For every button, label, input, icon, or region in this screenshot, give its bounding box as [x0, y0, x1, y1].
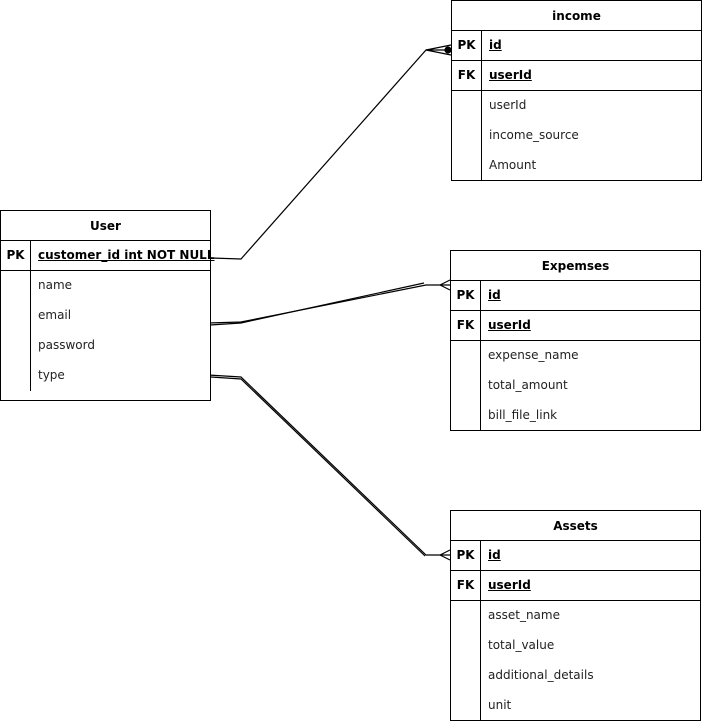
entity-assets-fk-row[interactable]: FK userId — [451, 571, 700, 601]
field-row[interactable]: income_source — [452, 121, 701, 151]
field-name: unit — [488, 698, 512, 712]
fk-field: userId — [488, 578, 531, 592]
field-row[interactable]: type — [1, 361, 210, 391]
entity-user[interactable]: User PK customer_id int NOT NULL name em… — [0, 210, 214, 401]
pk-field: id — [488, 548, 501, 562]
field-name: income_source — [489, 128, 579, 142]
entity-income[interactable]: income PK id FK userId userId income_sou… — [451, 0, 702, 181]
field-name: additional_details — [488, 668, 594, 682]
field-row[interactable]: email — [1, 301, 210, 331]
field-row[interactable]: asset_name — [451, 601, 700, 631]
pk-label: PK — [452, 31, 482, 60]
pk-field: id — [488, 288, 501, 302]
field-row[interactable]: additional_details — [451, 661, 700, 691]
entity-income-fk-row[interactable]: FK userId — [452, 61, 701, 91]
field-name: expense_name — [488, 348, 579, 362]
field-row[interactable]: expense_name — [451, 341, 700, 371]
pk-label: PK — [1, 241, 31, 270]
pk-field: id — [489, 38, 502, 52]
field-name: name — [38, 278, 73, 292]
field-row[interactable]: name — [1, 271, 210, 301]
field-name: userId — [489, 98, 527, 112]
entity-income-title: income — [452, 1, 701, 31]
field-row[interactable]: bill_file_link — [451, 401, 700, 431]
field-name: Amount — [489, 158, 537, 172]
entity-income-attributes: userId income_source Amount — [452, 91, 701, 181]
fk-field: userId — [489, 68, 532, 82]
field-row[interactable]: total_value — [451, 631, 700, 661]
entity-assets[interactable]: Assets PK id FK userId asset_name total_… — [450, 510, 701, 721]
field-name: total_amount — [488, 378, 568, 392]
field-row[interactable]: total_amount — [451, 371, 700, 401]
entity-assets-title: Assets — [451, 511, 700, 541]
pk-label: PK — [451, 281, 481, 310]
pk-field: customer_id int NOT NULL — [38, 248, 215, 262]
relationship-user-income[interactable] — [210, 44, 452, 260]
entity-user-title: User — [1, 211, 210, 241]
field-name: password — [38, 338, 95, 352]
entity-expenses-title: Expemses — [451, 251, 700, 281]
entity-expenses-fk-row[interactable]: FK userId — [451, 311, 700, 341]
pk-label: PK — [451, 541, 481, 570]
field-row[interactable]: userId — [452, 91, 701, 121]
entity-expenses[interactable]: Expemses PK id FK userId expense_name to… — [450, 250, 701, 431]
entity-user-attributes: name email password type — [1, 271, 210, 391]
field-name: bill_file_link — [488, 408, 558, 422]
fk-label: FK — [451, 311, 481, 340]
fk-field: userId — [488, 318, 531, 332]
fk-label: FK — [451, 571, 481, 600]
field-name: total_value — [488, 638, 555, 652]
field-name: type — [38, 368, 65, 382]
entity-assets-attributes: asset_name total_value additional_detail… — [451, 601, 700, 721]
entity-expenses-pk-row[interactable]: PK id — [451, 281, 700, 311]
relationship-user-expenses[interactable] — [207, 279, 451, 326]
field-name: email — [38, 308, 72, 322]
entity-income-pk-row[interactable]: PK id — [452, 31, 701, 61]
fk-label: FK — [452, 61, 482, 90]
field-name: asset_name — [488, 608, 560, 622]
entity-user-pk-row[interactable]: PK customer_id int NOT NULL — [1, 241, 214, 271]
relationship-user-assets[interactable] — [207, 374, 451, 561]
field-row[interactable]: password — [1, 331, 210, 361]
entity-assets-pk-row[interactable]: PK id — [451, 541, 700, 571]
field-row[interactable]: Amount — [452, 151, 701, 181]
entity-expenses-attributes: expense_name total_amount bill_file_link — [451, 341, 700, 431]
field-row[interactable]: unit — [451, 691, 700, 721]
